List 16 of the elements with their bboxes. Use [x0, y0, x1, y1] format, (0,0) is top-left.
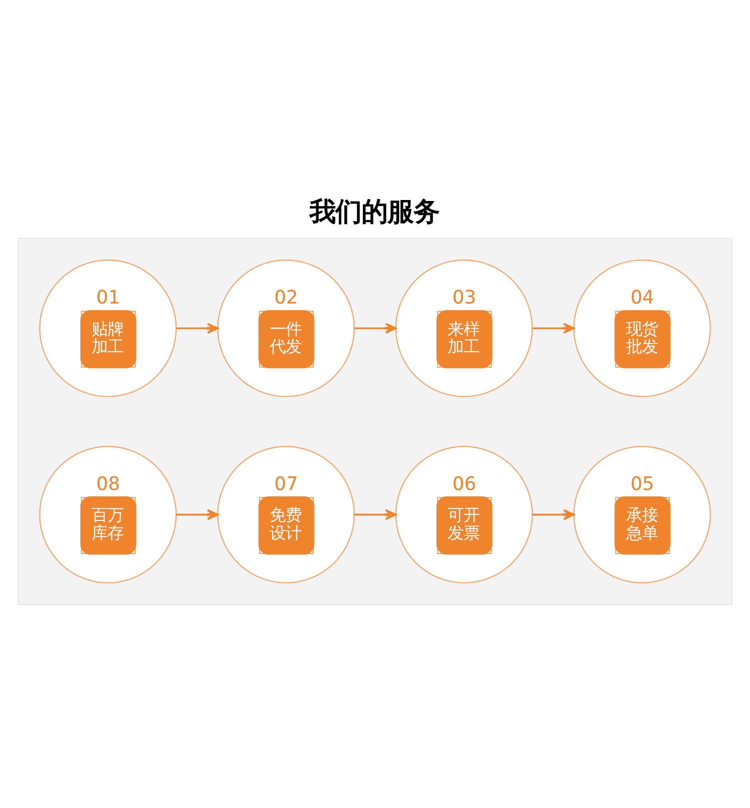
arrow — [176, 509, 219, 520]
diagram-title: 我们的服务 — [309, 198, 440, 228]
arrow — [354, 322, 397, 334]
node-circle: 02 一件代发 — [217, 260, 355, 398]
arrow — [176, 322, 219, 334]
cluster — [18, 238, 732, 606]
node-circle: 05 承接急单 — [573, 446, 711, 584]
node-circle: 03 来样加工 — [395, 260, 533, 398]
arrow — [532, 322, 575, 334]
node-circle: 06 可开发票 — [395, 446, 533, 584]
node-circle: 08 百万库存 — [39, 446, 177, 584]
node-circle: 04 现货批发 — [573, 260, 711, 398]
node-circle: 01 贴牌加工 — [39, 260, 177, 398]
node-circle: 07 免费设计 — [217, 446, 355, 584]
arrow — [354, 509, 397, 520]
arrow — [532, 509, 575, 520]
